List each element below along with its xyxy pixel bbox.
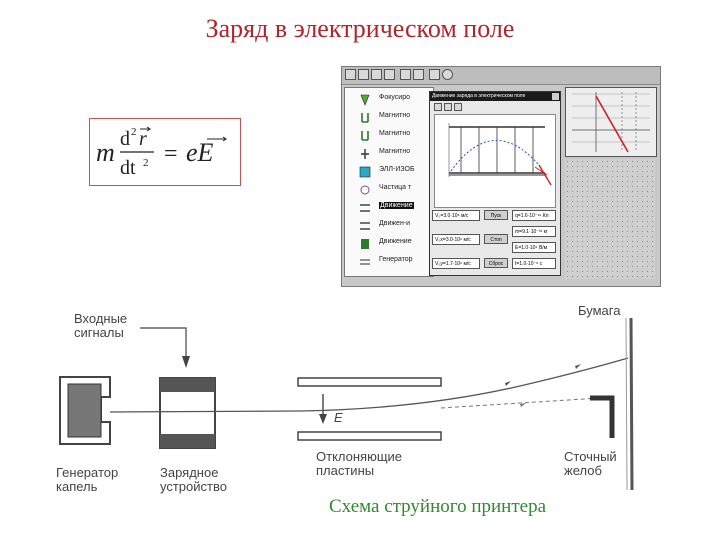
generator-icon [360, 259, 370, 265]
model-list-item[interactable]: Магнитно [345, 126, 433, 146]
magnet-icon [361, 113, 369, 123]
magnet-icon [361, 131, 369, 141]
formula-box: m d 2 r dt 2 = eE [89, 118, 241, 186]
label-drop-generator: Генератор капель [56, 465, 119, 494]
grid-icon[interactable] [429, 69, 440, 80]
simulation-window: Движение заряда в электрическом поле [429, 91, 561, 276]
play-icon[interactable] [434, 103, 442, 111]
formula-r: r [139, 128, 147, 150]
label-field-e: E [334, 410, 343, 425]
plates-icon [361, 239, 369, 249]
deflecting-plates [297, 377, 442, 441]
close-icon[interactable] [552, 93, 559, 100]
help-icon[interactable] [442, 69, 453, 80]
model-list-item[interactable]: Движен-и [345, 216, 433, 236]
step-icon[interactable] [400, 69, 411, 80]
plates-icon [360, 204, 370, 212]
param-m-field[interactable]: m=9.1·10⁻³¹ кг [512, 226, 556, 237]
zoom-icon[interactable] [413, 69, 424, 80]
pause-icon[interactable] [444, 103, 452, 111]
model-list-item[interactable]: ЭЛЛ-ИЗОБ [345, 162, 433, 182]
model-list-item[interactable]: Генератор [345, 252, 433, 272]
stop-button[interactable]: Стоп [484, 234, 508, 244]
particle-icon [360, 185, 370, 195]
model-list-item[interactable]: Фокусиро [345, 90, 433, 110]
param-e-field[interactable]: E=1.0·10⁴ В/м [512, 242, 556, 253]
model-list-item[interactable]: Частица т [345, 180, 433, 200]
label-input-signals: Входные сигналы [74, 311, 128, 340]
stop-icon[interactable] [384, 69, 395, 80]
reset-icon[interactable] [454, 103, 462, 111]
param-t-field[interactable]: t=1.0·10⁻⁸ с [512, 258, 556, 269]
drop-trajectory [109, 357, 629, 413]
formula-eE: eE [186, 138, 214, 167]
formula-sup: 2 [131, 126, 137, 138]
slide-title: Заряд в электрическом поле [205, 14, 515, 43]
parameters-panel: V₀=3.0·10⁶ м/с V₀x=3.0·10⁶ м/с V₀y=1.7·1… [432, 210, 556, 272]
tube-icon [359, 166, 371, 178]
simulation-app-screenshot: Фокусиро Магнитно Магнитно Магнитно ЭЛЛ-… [341, 66, 661, 287]
field-arrow [319, 394, 327, 424]
sim-mini-toolbar [434, 103, 554, 112]
model-list-item[interactable]: Движение [345, 234, 433, 254]
label-charging-device: Зарядное устройство [160, 465, 227, 494]
magnet-icon [361, 149, 369, 159]
diagram-caption: Схема струйного принтера [329, 496, 547, 517]
model-list-item[interactable]: Магнитно [345, 108, 433, 128]
svg-text:2: 2 [143, 157, 149, 169]
trajectory-graphic [448, 123, 552, 186]
param-v0x-field[interactable]: V₀x=3.0·10⁶ м/с [432, 234, 480, 245]
model-list-item-selected[interactable]: Движение [345, 198, 433, 218]
formula-d: d [120, 128, 130, 150]
param-q-field[interactable]: q=1.6·10⁻¹⁹ Кл [512, 210, 556, 221]
formula-equals: = [164, 141, 178, 167]
reset-button[interactable]: Сброс [484, 258, 508, 268]
app-toolbar [342, 67, 660, 85]
label-paper: Бумага [578, 303, 621, 318]
start-button[interactable]: Пуск [484, 210, 508, 220]
save-icon[interactable] [358, 69, 369, 80]
drop-generator [59, 376, 111, 445]
label-deflecting-plates: Отклоняющие пластины [316, 449, 403, 478]
input-signal-arrow [140, 327, 190, 368]
background-pattern [565, 159, 655, 279]
param-v0-field[interactable]: V₀=3.0·10⁶ м/с [432, 210, 480, 221]
open-icon[interactable] [345, 69, 356, 80]
simulation-window-title: Движение заряда в электрическом поле [430, 92, 560, 101]
formula-m: m [96, 138, 115, 167]
drain-gutter [590, 395, 615, 438]
formula-dt: dt [120, 157, 136, 179]
paper-sheet [625, 317, 634, 491]
field-graph [572, 92, 650, 153]
plates-icon [360, 222, 370, 230]
param-v0y-field[interactable]: V₀y=1.7·10⁶ м/с [432, 258, 480, 269]
run-icon[interactable] [371, 69, 382, 80]
lens-icon [360, 94, 370, 106]
label-drain-gutter: Сточный желоб [564, 449, 617, 478]
trajectory-plot [434, 114, 556, 208]
formula-graphic: m d 2 r dt 2 = eE [96, 126, 227, 179]
model-list-item[interactable]: Магнитно [345, 144, 433, 164]
charging-device [159, 377, 216, 449]
field-graph-panel [565, 87, 657, 157]
model-list-panel: Фокусиро Магнитно Магнитно Магнитно ЭЛЛ-… [344, 87, 434, 277]
